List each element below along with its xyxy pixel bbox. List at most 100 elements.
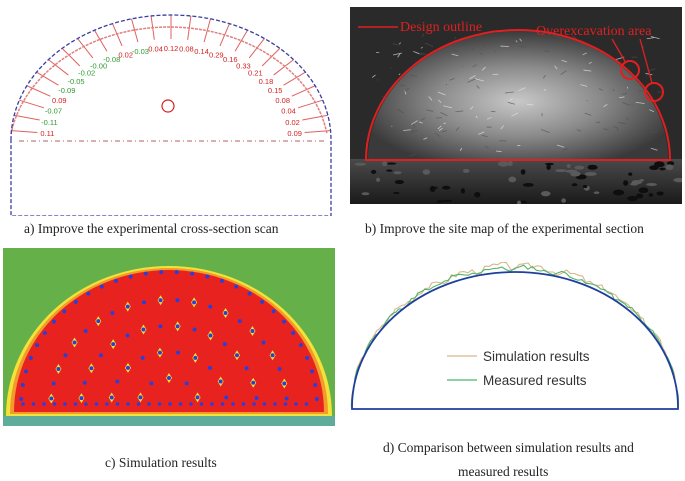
deviation-tick (14, 114, 40, 121)
floor-hole (63, 402, 67, 406)
floor-hole (105, 402, 109, 406)
rock-crack (423, 137, 428, 140)
floor-rubble (422, 169, 431, 175)
floor-rubble (386, 162, 397, 165)
rock-crack (437, 91, 446, 96)
floor-rubble (628, 172, 633, 176)
design-outline (10, 14, 332, 216)
rock-crack (476, 85, 480, 89)
deviation-label: 0.08 (179, 45, 194, 54)
blast-hole (223, 310, 228, 315)
rock-crack (442, 130, 447, 133)
blast-hole (237, 319, 242, 324)
floor-rubble (665, 164, 674, 170)
floor-hole (199, 402, 204, 406)
panel-b-site-photo: Design outline Overexcavation area (350, 7, 682, 204)
rock-crack (437, 125, 442, 130)
floor-rubble (638, 187, 649, 194)
rock-crack (542, 74, 546, 79)
rock-crack (434, 132, 441, 138)
deviation-tick (19, 99, 45, 109)
deviation-label: 0.18 (259, 77, 274, 86)
blast-hole (224, 395, 229, 400)
design-outline-red (364, 29, 672, 161)
blast-hole (35, 343, 40, 348)
floor-hole (168, 402, 172, 406)
blast-hole (314, 396, 319, 401)
blast-hole (51, 381, 56, 386)
rock-crack (562, 148, 569, 151)
panel-c-simulation (3, 248, 335, 426)
rock-crack (616, 126, 619, 131)
rock-crack (397, 53, 401, 58)
rock-crack (626, 117, 630, 120)
rock-crack (650, 130, 659, 134)
panel-d-comparison: Simulation results Measured results (350, 262, 680, 410)
rock-crack (437, 99, 442, 103)
blast-hole (208, 365, 213, 370)
floor-hole (157, 402, 162, 406)
rock-crack (507, 101, 515, 105)
floor-rubble (574, 165, 585, 170)
rock-crack (411, 120, 418, 125)
floor-hole (178, 402, 183, 406)
rock-crack (576, 150, 580, 153)
deviation-label: 0.15 (268, 86, 283, 95)
rock-crack (650, 36, 660, 40)
rock-crack (580, 84, 588, 87)
rock-crack (408, 153, 417, 157)
blast-hole (82, 380, 87, 385)
deviation-label: -0.11 (41, 118, 58, 127)
rock-crack (554, 65, 558, 70)
floor-rubble (555, 169, 567, 173)
rock-crack (494, 50, 497, 53)
rock-crack (583, 69, 592, 72)
rock-crack (511, 112, 519, 117)
rock-crack (612, 88, 615, 92)
floor-rubble (371, 169, 377, 174)
floor-rubble (507, 160, 513, 167)
rock-crack (552, 35, 562, 39)
rock-crack (392, 43, 399, 46)
rock-crack (556, 144, 565, 148)
floor-hole (52, 402, 57, 406)
rock-crack (518, 87, 526, 92)
floor-rubble (386, 169, 393, 172)
blast-hole (184, 381, 189, 386)
rock-crack (451, 53, 459, 57)
rock-crack (598, 88, 603, 91)
deviation-label: -0.03 (132, 47, 149, 56)
rock-crack (527, 40, 530, 44)
rock-crack (481, 66, 486, 71)
overexcavation-leader-1 (611, 38, 627, 64)
rock-crack (371, 74, 376, 78)
blast-hole (149, 381, 154, 386)
rock-crack (449, 78, 455, 81)
floor-rubble (462, 168, 470, 173)
blast-hole (247, 291, 252, 296)
blast-hole (86, 291, 91, 296)
deviation-label: 0.02 (285, 118, 300, 127)
blast-hole (159, 270, 164, 275)
rock-crack (467, 78, 476, 83)
floor-rubble (442, 185, 451, 190)
deviation-tick (291, 85, 316, 97)
floor-rubble (584, 171, 597, 176)
rock-crack (440, 111, 448, 117)
legend-measured-label: Measured results (483, 373, 587, 388)
blast-hole (20, 383, 25, 388)
floor-rubble (612, 189, 625, 196)
floor-rubble (522, 183, 534, 187)
rock-crack (596, 121, 601, 124)
floor-hole (304, 402, 309, 406)
floor-rubble (630, 182, 639, 186)
floor-rubble (545, 162, 554, 166)
floor-rubble (566, 163, 571, 169)
rock-crack (471, 46, 476, 50)
rock-crack (484, 145, 489, 149)
design-outline-blue (351, 271, 679, 410)
floor-rubble (561, 198, 566, 203)
rock-crack (646, 37, 655, 40)
center-marker (161, 99, 175, 113)
blast-hole (62, 309, 67, 314)
